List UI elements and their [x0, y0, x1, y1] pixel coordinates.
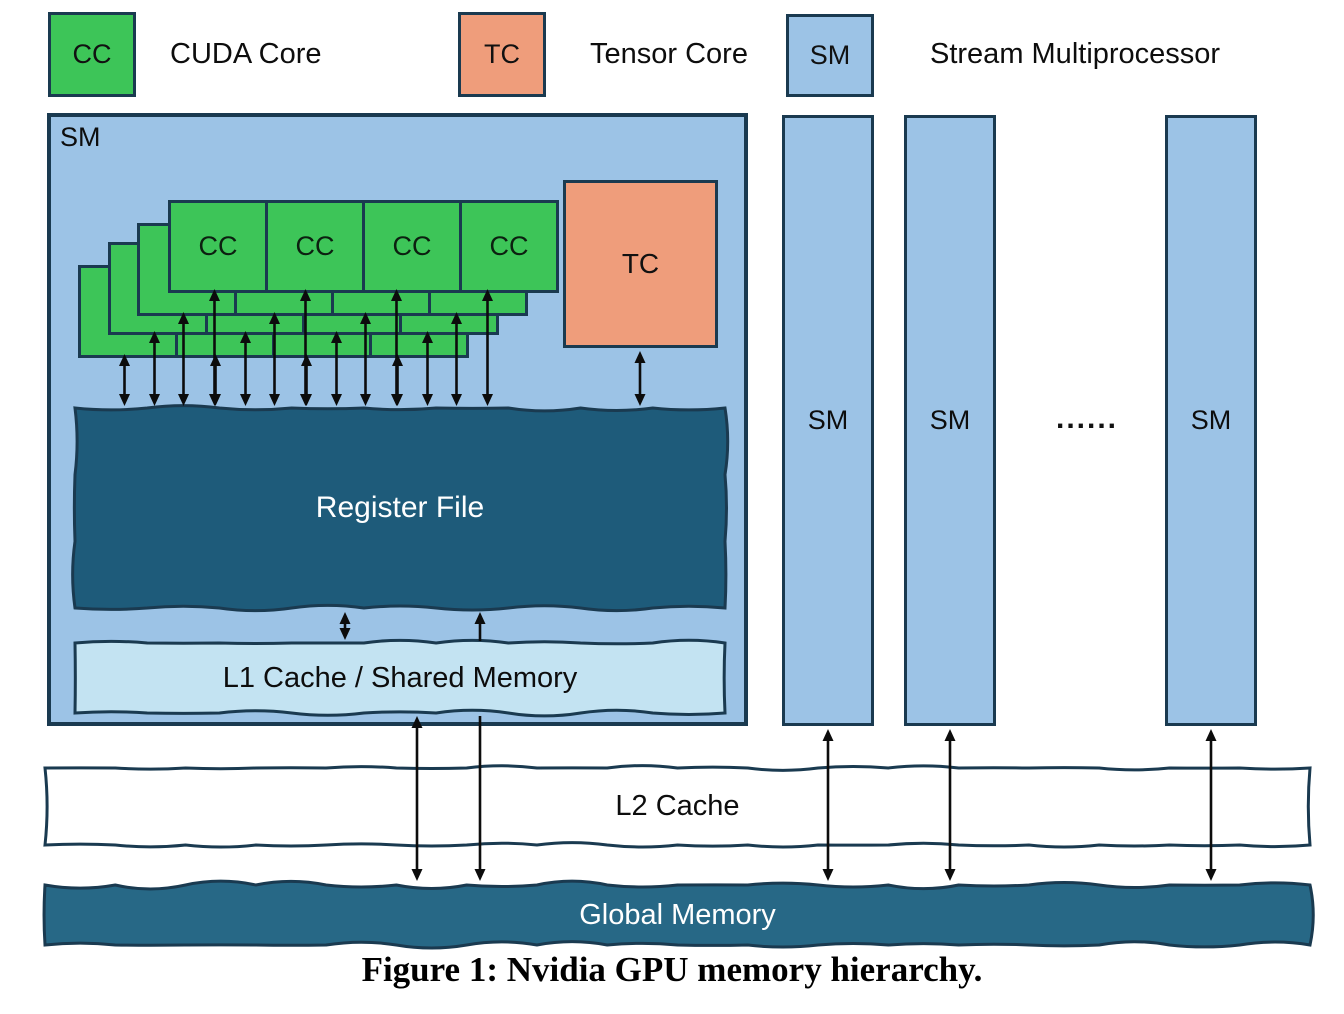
figure-caption: Figure 1: Nvidia GPU memory hierarchy. [361, 950, 983, 989]
legend-sm-label: Stream Multiprocessor [930, 38, 1221, 70]
arrowhead [822, 729, 834, 741]
legend-tensor-core-label: Tensor Core [590, 38, 748, 70]
global-memory-shape [42, 879, 1315, 950]
sm-column-2: SM [904, 115, 996, 726]
arrowhead [411, 869, 423, 881]
tensor-core-label: TC [621, 248, 660, 279]
cuda-core-row-front: CC CC CC CC [168, 200, 559, 293]
cuda-core: CC [362, 200, 462, 293]
cuda-core: CC [168, 200, 268, 293]
arrowhead [822, 869, 834, 881]
arrowhead [944, 869, 956, 881]
arrow [944, 729, 956, 881]
arrow [1205, 729, 1217, 881]
sm-column-1: SM [782, 115, 874, 726]
cuda-core: CC [459, 200, 559, 293]
arrowhead [1205, 729, 1217, 741]
cuda-core-label: CC [295, 231, 335, 261]
tensor-core-box: TC [563, 180, 718, 348]
cuda-core-label: CC [489, 231, 529, 261]
cuda-core-label: CC [198, 231, 238, 261]
legend-tc-abbr: TC [484, 39, 520, 69]
l2-cache-label: L2 Cache [615, 790, 740, 822]
sm-column-n: SM [1165, 115, 1257, 726]
sm-column-label: SM [929, 405, 971, 435]
l2-cache-shape [43, 764, 1312, 849]
ellipsis-dots: ...... [1055, 402, 1118, 435]
arrow [474, 716, 486, 881]
cuda-core: CC [265, 200, 365, 293]
sm-detail-label: SM [60, 122, 101, 152]
arrowhead [1205, 869, 1217, 881]
global-memory-label: Global Memory [579, 898, 776, 931]
legend-cuda-core-label: CUDA Core [170, 38, 322, 70]
sm-column-label: SM [807, 405, 849, 435]
legend-cuda-core-swatch: CC [48, 12, 136, 97]
arrowhead [944, 729, 956, 741]
arrow [411, 716, 423, 881]
legend-sm-swatch: SM [786, 14, 874, 97]
arrowhead [474, 869, 486, 881]
legend-tensor-core-swatch: TC [458, 12, 546, 97]
legend-cc-abbr: CC [72, 39, 112, 69]
sm-column-label: SM [1190, 405, 1232, 435]
cuda-core-label: CC [392, 231, 432, 261]
legend-sm-abbr: SM [809, 40, 851, 70]
arrow [822, 729, 834, 881]
